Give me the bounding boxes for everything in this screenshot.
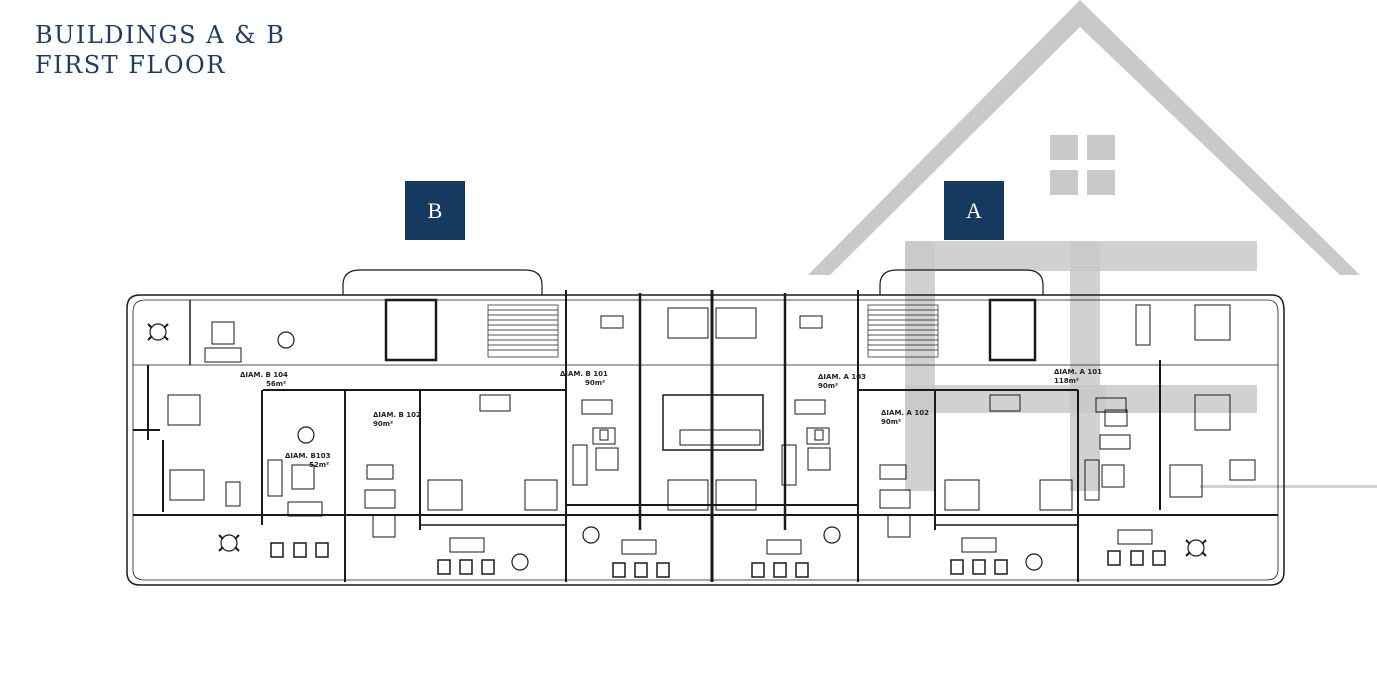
unit-area-a103: 90m² xyxy=(818,382,838,390)
dining-tables xyxy=(364,409,1128,509)
bed-furniture xyxy=(167,304,1231,511)
page-title: BUILDINGS A & B FIRST FLOOR xyxy=(35,20,285,80)
title-line-2: FIRST FLOOR xyxy=(35,51,226,79)
unit-labels: ΔIAM. B 104 56m² ΔIAM. B 102 90m² ΔIAM. … xyxy=(240,368,1102,469)
unit-area-a101: 118m² xyxy=(1054,377,1079,385)
unit-name-a101: ΔIAM. A 101 xyxy=(1054,368,1102,376)
living-furniture xyxy=(204,321,1153,555)
unit-name-b102: ΔIAM. B 102 xyxy=(373,411,421,419)
stairs-a xyxy=(867,304,939,358)
unit-area-a102: 90m² xyxy=(881,418,901,426)
building-a-badge: A xyxy=(944,181,1004,240)
unit-name-a102: ΔIAM. A 102 xyxy=(881,409,929,417)
unit-area-b101: 90m² xyxy=(585,379,605,387)
bathroom-fixtures xyxy=(225,304,1256,507)
unit-name-b104: ΔIAM. B 104 xyxy=(240,371,288,379)
title-line-1: BUILDINGS A & B xyxy=(35,21,286,49)
stairs-b xyxy=(487,304,559,358)
unit-name-b103: ΔIAM. B103 xyxy=(285,452,331,460)
unit-name-a103: ΔIAM. A 103 xyxy=(818,373,866,381)
unit-area-b104: 56m² xyxy=(266,380,286,388)
unit-area-b103: 52m² xyxy=(309,461,329,469)
terrace-planters xyxy=(270,542,1166,578)
structural-walls xyxy=(147,290,1161,582)
unit-name-b101: ΔIAM. B 101 xyxy=(560,370,608,378)
building-outline xyxy=(126,269,1285,586)
unit-area-b102: 90m² xyxy=(373,420,393,428)
building-b-badge: B xyxy=(405,181,465,240)
outdoor-tables xyxy=(147,323,1207,571)
